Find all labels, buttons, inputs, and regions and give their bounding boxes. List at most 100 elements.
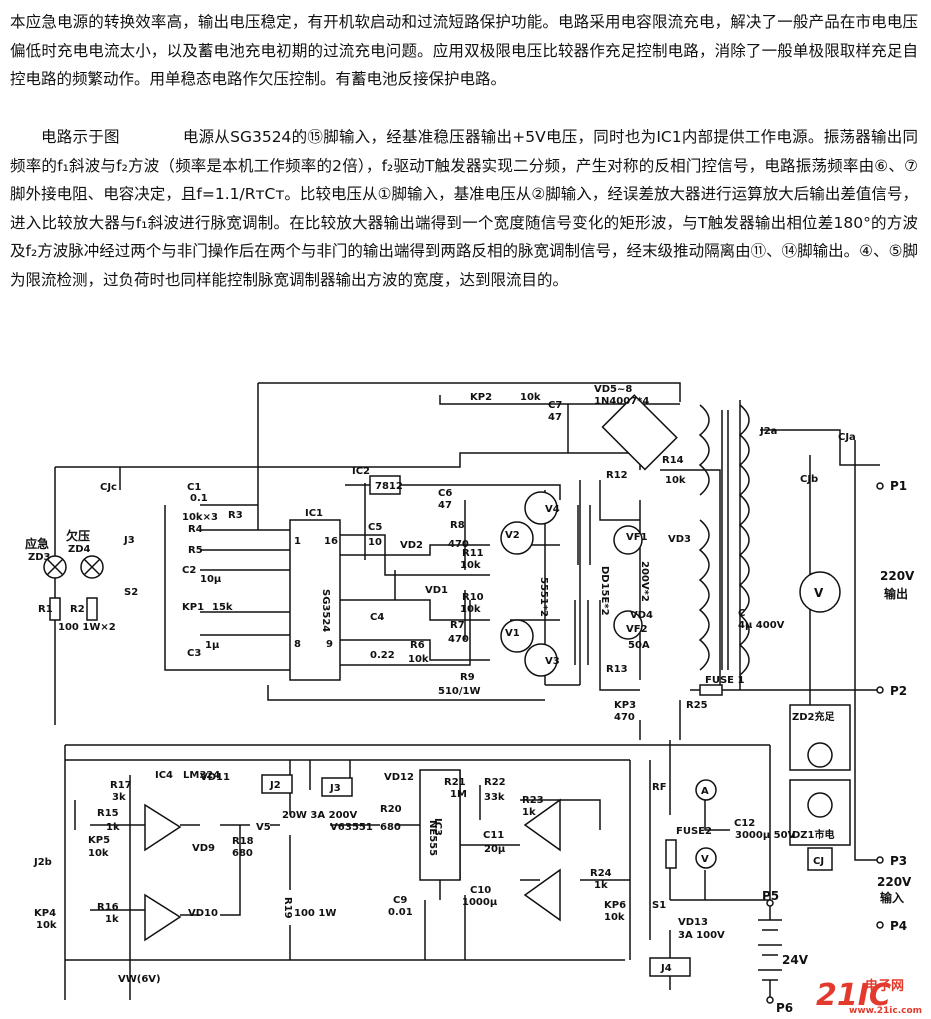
ic1-label: IC1 bbox=[305, 508, 323, 519]
r15-label: R15 bbox=[97, 808, 119, 819]
vd12-label: VD12 bbox=[384, 772, 414, 783]
fuse2-label: FUSE2 bbox=[676, 826, 712, 837]
vf2-label: VF2 bbox=[626, 624, 648, 635]
vd4-label: VD4 bbox=[630, 610, 653, 621]
c3-label: C3 bbox=[187, 648, 201, 659]
r8-label: R8 bbox=[450, 520, 465, 531]
c12-value: 3000μ 50V bbox=[735, 830, 796, 841]
zd2-label: ZD2充足 bbox=[792, 710, 836, 723]
zd4-label: 欠压 bbox=[66, 528, 90, 543]
c6-label: C6 bbox=[438, 488, 452, 499]
driver-transformers: V A V bbox=[500, 394, 841, 869]
r24-label: R24 bbox=[590, 868, 612, 879]
r25-label: R25 bbox=[686, 700, 708, 711]
r21-label: R21 bbox=[444, 777, 466, 788]
j2-box-label: J2 bbox=[269, 780, 281, 791]
c10-label: C10 bbox=[470, 885, 491, 896]
c9-value: 0.01 bbox=[388, 907, 413, 918]
pin-16: 16 bbox=[324, 536, 338, 547]
zd3-tag: ZD3 bbox=[28, 552, 51, 563]
c3-value: 1μ bbox=[205, 640, 220, 651]
ic4-lm324: IC4 LM324 bbox=[144, 770, 561, 942]
r9-label: R9 bbox=[460, 672, 475, 683]
j4-label: J4 bbox=[660, 963, 672, 974]
j1a-label: CJa bbox=[838, 432, 856, 443]
ic2-7812: IC2 7812 bbox=[352, 466, 403, 495]
kp2-label: KP2 bbox=[470, 392, 492, 403]
v3-label: V3 bbox=[545, 656, 560, 667]
circuit-schematic: IC1 SG3524 1 8 9 16 IC2 7812 IC3 NE555 I… bbox=[25, 382, 922, 1016]
labels-top: KP2 10k C7 47 VD5~8 1N4007*4 C1 0.1 10k×… bbox=[38, 384, 856, 723]
vd1-label: VD1 bbox=[425, 585, 448, 596]
kp5-label: KP5 bbox=[88, 835, 110, 846]
vd13-value: 3A 100V bbox=[678, 930, 725, 941]
pin-1: 1 bbox=[294, 536, 301, 547]
watermark-cn-text: 电子网 bbox=[865, 978, 904, 994]
vd9-label: VD9 bbox=[192, 843, 215, 854]
r12-label: R12 bbox=[606, 470, 628, 481]
voltmeter-2-label: V bbox=[701, 854, 709, 865]
fuse1-label: FUSE 1 bbox=[705, 675, 744, 686]
r8-value: 470 bbox=[448, 539, 469, 550]
r1-label: R1 bbox=[38, 604, 53, 615]
ic3-part-label: NE555 bbox=[427, 820, 438, 856]
vd13-label: VD13 bbox=[678, 917, 708, 928]
dz1-label: DZ1市电 bbox=[792, 828, 835, 841]
r2-label: R2 bbox=[70, 604, 85, 615]
ic1-sg3524: IC1 SG3524 1 8 9 16 bbox=[289, 508, 341, 681]
pin-8: 8 bbox=[294, 639, 301, 650]
c5-label: C5 bbox=[368, 522, 382, 533]
terminal-p4: P4 bbox=[890, 919, 907, 933]
r15-value: 1k bbox=[106, 822, 120, 833]
r20-label: R20 bbox=[380, 804, 402, 815]
ic3-label: IC3 bbox=[432, 818, 443, 836]
c1-label: C1 bbox=[187, 482, 201, 493]
vf2-value: 50A bbox=[628, 640, 650, 651]
terminal-p3: P3 bbox=[890, 854, 907, 868]
v4-label: V4 bbox=[545, 504, 560, 515]
c2-label: C2 bbox=[182, 565, 196, 576]
ic1-part-label: SG3524 bbox=[320, 589, 331, 632]
c5-value: 10 bbox=[368, 537, 382, 548]
v6-label: V6 bbox=[330, 822, 345, 833]
terminals: P1 220V 输出 P2 P3 220V 输入 P4 P5 P6 bbox=[762, 479, 915, 1015]
r21-value: 1M bbox=[450, 789, 467, 800]
paragraph-1: 本应急电源的转换效率高，输出电压稳定，有开机软启动和过流短路保护功能。电路采用电… bbox=[10, 13, 918, 88]
v5-label: V5 bbox=[256, 822, 271, 833]
c-out-value: 4μ 400V bbox=[738, 620, 785, 631]
r20-value: 680 bbox=[380, 822, 401, 833]
j2a-label: J2a bbox=[759, 426, 777, 437]
ic2-part-label: 7812 bbox=[375, 481, 403, 492]
j3-box-label: J3 bbox=[329, 783, 341, 794]
ic4-label: IC4 bbox=[155, 770, 173, 781]
r16-label: R16 bbox=[97, 902, 119, 913]
voltmeter-label: V bbox=[814, 586, 824, 600]
r24-value: 1k bbox=[594, 880, 608, 891]
c4-label: C4 bbox=[370, 612, 384, 623]
j3-label: J3 bbox=[123, 535, 135, 546]
input-label: 输入 bbox=[880, 890, 904, 905]
kp1-label: KP1 bbox=[182, 602, 204, 613]
relay-coils: J2 J3 J4 bbox=[261, 774, 691, 977]
r14-value: 10k bbox=[665, 475, 686, 486]
v2-label: V2 bbox=[505, 530, 520, 541]
vd58-value: 1N4007*4 bbox=[594, 396, 649, 407]
vd58-label: VD5~8 bbox=[594, 384, 632, 395]
watermark-logo: 21IC 电子网 www.21ic.com bbox=[816, 978, 922, 1016]
r4-value: 10k×3 bbox=[182, 512, 218, 523]
top-wires bbox=[54, 382, 880, 861]
r17-value: 3k bbox=[112, 792, 126, 803]
cjc-label: CJc bbox=[100, 482, 117, 493]
vf1-value: 200V*2 bbox=[639, 561, 650, 602]
r18-value: 680 bbox=[232, 848, 253, 859]
watermark-url: www.21ic.com bbox=[849, 1006, 922, 1016]
kp6-label: KP6 bbox=[604, 900, 626, 911]
paragraph-2: 电路示于图 电源从SG3524的⑮脚输入，经基准稳压器输出+5V电压，同时也为I… bbox=[10, 128, 918, 289]
c4-value: 0.22 bbox=[370, 650, 395, 661]
vd3-label: VD3 bbox=[668, 534, 691, 545]
kp6-value: 10k bbox=[604, 912, 625, 923]
r14-label: R14 bbox=[662, 455, 684, 466]
c9-label: C9 bbox=[393, 895, 407, 906]
s2-label: S2 bbox=[124, 587, 138, 598]
